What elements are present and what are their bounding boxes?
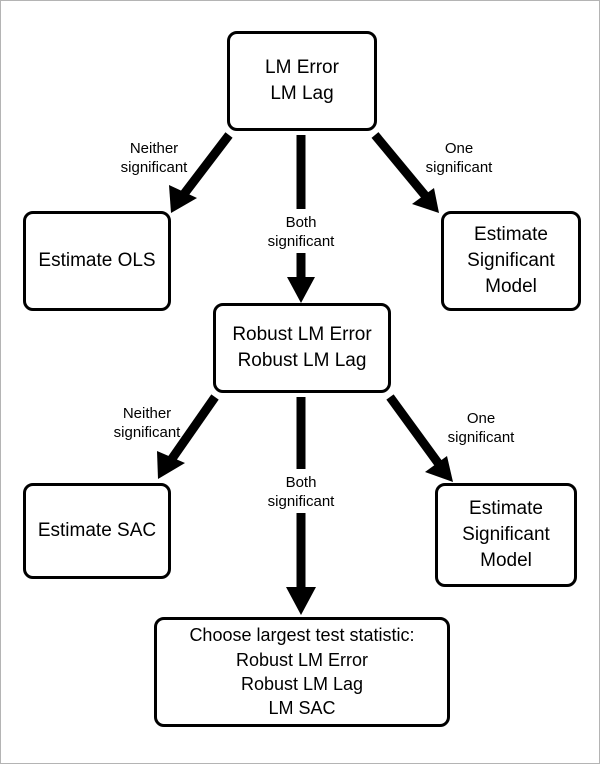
arrow-lm-to-robust [287,135,315,303]
node-text-line: Model [485,275,537,297]
choose-largest-statistic-node: Choose largest test statistic: Robust LM… [154,617,450,727]
edge-label-line: significant [267,493,335,511]
node-text-line: Estimate SAC [37,520,157,542]
edge-label-lm-to-ols: Neither significant [98,139,210,177]
edge-label-lm-to-robust: Both significant [244,213,358,251]
node-text-line: Estimate [474,224,548,246]
edge-label-line: significant [425,159,493,177]
arrow-robust-to-choose [286,397,316,615]
node-text-line: Robust LM Error [235,649,369,670]
arrow-lm-to-ols [169,132,233,213]
edge-label-line: One [466,410,496,427]
edge-label-lm-to-significant-model: One significant [401,139,517,177]
arrow-robust-to-significant-model [386,394,453,482]
node-text-line: Robust LM Lag [237,350,367,371]
node-text-line: LM Error [265,57,339,79]
edge-label-line: One [444,140,474,157]
edge-label-line: Neither [122,405,172,422]
node-text-line: Significant [462,524,550,546]
edge-label-line: significant [447,429,515,447]
edge-label-line: significant [267,233,335,251]
edge-label-robust-to-choose: Both significant [244,473,358,511]
node-text-line: Estimate OLS [38,250,156,272]
node-text-line: Significant [467,250,555,272]
node-text-line: Estimate [469,498,543,520]
edge-label-line: Both [285,214,317,231]
lm-tests-node: LM Error LM Lag [227,31,377,131]
estimate-significant-model-node-bottom: Estimate Significant Model [435,483,577,587]
edge-label-line: Neither [129,140,179,157]
node-text-line: Choose largest test statistic: [189,625,415,646]
edge-label-line: Both [285,474,317,491]
edge-label-robust-to-sac: Neither significant [89,404,205,442]
node-text-line: Robust LM Lag [240,674,364,694]
node-text-line: LM SAC [268,698,336,719]
node-text-line: Model [480,549,532,571]
edge-label-line: significant [120,159,188,177]
arrow-robust-to-sac [157,394,219,479]
node-text-line: LM Lag [270,83,334,104]
estimate-ols-node: Estimate OLS [23,211,171,311]
robust-lm-tests-node: Robust LM Error Robust LM Lag [213,303,391,393]
node-text-line: Robust LM Error [232,324,372,346]
estimate-significant-model-node-top: Estimate Significant Model [441,211,581,311]
estimate-sac-node: Estimate SAC [23,483,171,579]
edge-label-robust-to-significant-model: One significant [423,409,539,447]
arrow-lm-to-significant-model [371,132,439,213]
edge-label-line: significant [113,424,181,442]
